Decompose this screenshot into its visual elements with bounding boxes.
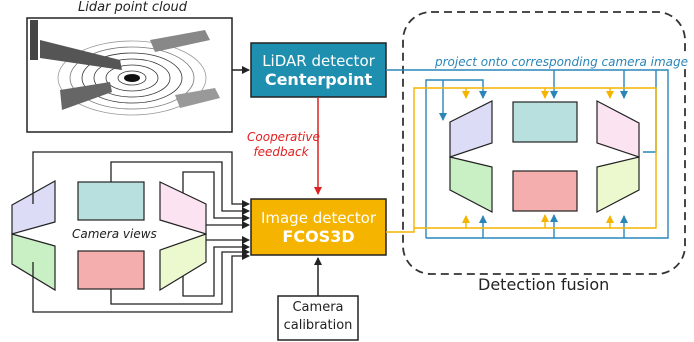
fusion-views-group	[449, 100, 640, 213]
lidar-detector-line2: Centerpoint	[264, 69, 373, 89]
cooperative-feedback-line2: feedback	[253, 145, 309, 159]
camera-views-label: Camera views	[72, 227, 157, 241]
projection-label: project onto corresponding camera image	[433, 55, 691, 69]
image-detector-line1: Image detector	[260, 208, 377, 227]
cooperative-feedback-label: Cooperative feedback	[247, 130, 320, 160]
camera-view-back	[77, 250, 145, 290]
camera-view-front-left	[11, 179, 56, 235]
camera-calibration-box	[277, 295, 359, 341]
lidar-detector-line1: LiDAR detector	[262, 51, 375, 70]
camera-view-front	[77, 181, 145, 221]
detection-fusion-region	[402, 11, 686, 275]
image-detector-box	[250, 198, 387, 256]
fusion-view-front-right	[596, 100, 640, 158]
fusion-view-back-left	[449, 156, 493, 213]
camera-calibration-line2: calibration	[283, 318, 353, 333]
fusion-view-front-left	[449, 100, 493, 158]
camera-view-back-right	[159, 233, 207, 292]
camera-calibration-line1: Camera	[292, 300, 344, 315]
fusion-view-back-right	[596, 156, 640, 213]
image-detector-label: Image detector FCOS3D	[251, 199, 386, 255]
cooperative-feedback-line1: Cooperative	[247, 130, 320, 144]
camera-calibration-label: Camera calibration	[278, 299, 358, 335]
fusion-view-back	[512, 170, 578, 212]
lidar-detector-label: LiDAR detector Centerpoint	[251, 43, 386, 97]
lidar-point-cloud-image	[26, 17, 233, 133]
lidar-point-cloud-caption: Lidar point cloud	[78, 0, 188, 15]
image-detector-line2: FCOS3D	[282, 226, 355, 246]
detection-fusion-caption: Detection fusion	[478, 275, 610, 294]
fusion-view-front	[512, 101, 578, 143]
